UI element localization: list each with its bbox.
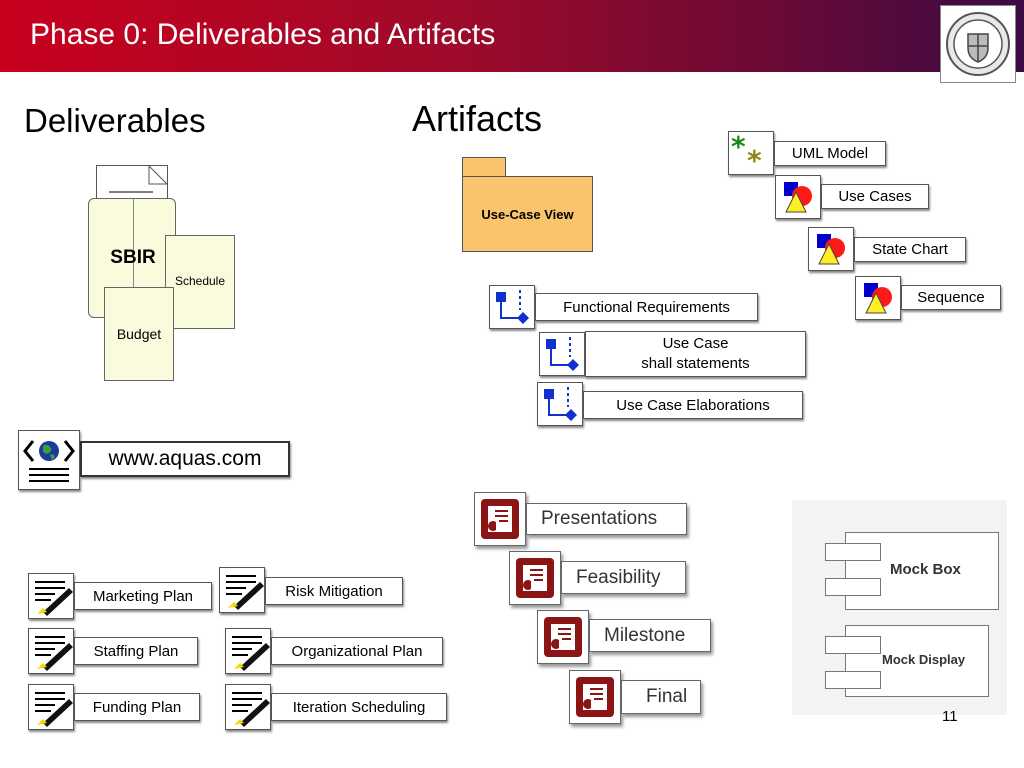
schedule-label: Schedule: [174, 274, 226, 288]
plan-edit-icon: [219, 567, 265, 613]
milestone[interactable]: Milestone: [589, 619, 711, 652]
website-link[interactable]: www.aquas.com: [80, 441, 290, 477]
svg-text:*: *: [731, 132, 746, 163]
plan-edit-icon: [225, 684, 271, 730]
mock-box-label: Mock Box: [890, 561, 961, 578]
mock-display-port-bottom: [825, 671, 881, 689]
artifacts-heading: Artifacts: [412, 98, 543, 139]
deliverables-heading: Deliverables: [24, 102, 206, 139]
uml-model[interactable]: UML Model: [774, 141, 886, 166]
uml-model-icon: **: [728, 130, 774, 177]
feasibility[interactable]: Feasibility: [561, 561, 686, 594]
plan-edit-icon: [28, 628, 74, 674]
presentation-icon: [509, 551, 561, 605]
use-case-elaborations[interactable]: Use Case Elaborations: [583, 391, 803, 419]
web-page-icon: [18, 430, 80, 490]
mock-display-port-top: [825, 636, 881, 654]
budget-label: Budget: [116, 326, 162, 342]
organizational-plan[interactable]: Organizational Plan: [271, 637, 443, 665]
funding-plan[interactable]: Funding Plan: [74, 693, 200, 721]
state-chart-icon: [808, 227, 854, 271]
staffing-plan[interactable]: Staffing Plan: [74, 637, 198, 665]
slide-title: Phase 0: Deliverables and Artifacts: [30, 18, 496, 51]
use-case-line: Use Case: [662, 335, 729, 352]
presentation-icon: [537, 610, 589, 664]
use-cases[interactable]: Use Cases: [821, 184, 929, 209]
final[interactable]: Final: [621, 680, 701, 714]
plan-edit-icon: [225, 628, 271, 674]
mock-box-port-bottom: [825, 578, 881, 596]
plan-edit-icon: [28, 684, 74, 730]
iteration-scheduling[interactable]: Iteration Scheduling: [271, 693, 447, 721]
requirements-icon: [537, 382, 583, 426]
shall-statements-line: shall statements: [641, 355, 750, 372]
use-case-diagram-icon: [775, 175, 821, 219]
sequence-diagram-icon: [855, 276, 901, 320]
marketing-plan[interactable]: Marketing Plan: [74, 582, 212, 610]
schedule-doc: Schedule: [165, 235, 235, 329]
presentation-icon: [474, 492, 526, 546]
mock-box-port-top: [825, 543, 881, 561]
presentations[interactable]: Presentations: [526, 503, 687, 535]
page-number: 11: [942, 708, 958, 725]
mock-display-label: Mock Display: [882, 652, 966, 667]
requirements-icon: [489, 285, 535, 329]
svg-text:*: *: [747, 144, 762, 174]
use-case-shall-statements[interactable]: Use Case shall statements: [585, 331, 806, 377]
budget-doc: Budget: [104, 287, 174, 381]
plan-edit-icon: [28, 573, 74, 619]
requirements-icon: [539, 332, 585, 376]
sbir-label: SBIR: [110, 247, 156, 268]
use-case-view-package[interactable]: Use-Case View: [462, 176, 593, 252]
risk-mitigation[interactable]: Risk Mitigation: [265, 577, 403, 605]
functional-requirements[interactable]: Functional Requirements: [535, 293, 758, 321]
package-tab: [462, 157, 506, 177]
title-bar: [0, 0, 1024, 72]
university-seal-logo: [940, 5, 1016, 83]
sequence[interactable]: Sequence: [901, 285, 1001, 310]
state-chart[interactable]: State Chart: [854, 237, 966, 262]
presentation-icon: [569, 670, 621, 724]
